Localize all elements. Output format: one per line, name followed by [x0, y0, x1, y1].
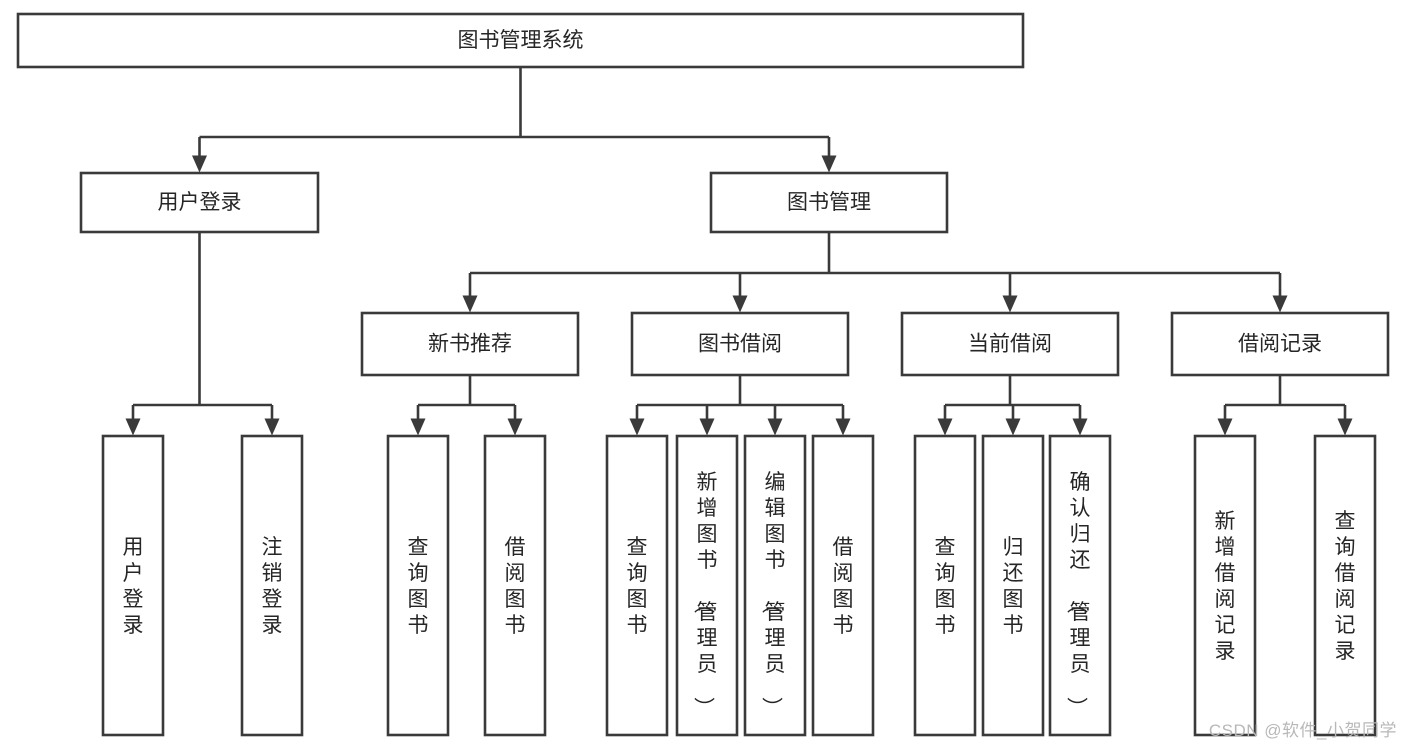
node-box-leaf-borrow-book-1 [483, 434, 547, 737]
node-leaf-add-book[interactable]: 新增图书（管理员） [675, 434, 739, 737]
node-label-current-borrow: 当前借阅 [968, 333, 1052, 356]
node-leaf-query-record[interactable]: 查询借阅记录 [1313, 434, 1377, 737]
node-label-leaf-query-record: 查询借阅记录 [1335, 510, 1356, 663]
node-label-leaf-logout: 注销登录 [262, 536, 283, 637]
node-box-leaf-query-book-2 [605, 434, 669, 737]
node-current-borrow[interactable]: 当前借阅 [900, 311, 1120, 377]
node-book-manage[interactable]: 图书管理 [709, 171, 949, 234]
connector-layer [125, 67, 1353, 436]
node-leaf-query-book-2[interactable]: 查询图书 [605, 434, 669, 737]
node-leaf-return-book[interactable]: 归还图书 [981, 434, 1045, 737]
node-box-leaf-user-login [101, 434, 165, 737]
node-box-leaf-add-book [675, 434, 739, 737]
node-leaf-query-book-3[interactable]: 查询图书 [913, 434, 977, 737]
node-user-login[interactable]: 用户登录 [79, 171, 320, 234]
node-leaf-borrow-book-1[interactable]: 借阅图书 [483, 434, 547, 737]
node-box-leaf-query-record [1313, 434, 1377, 737]
node-label-leaf-borrow-book-2: 借阅图书 [833, 536, 854, 637]
node-box-leaf-return-book [981, 434, 1045, 737]
node-box-book-manage [709, 171, 949, 234]
node-label-leaf-return-book: 归还图书 [1003, 536, 1024, 637]
node-box-leaf-add-record [1193, 434, 1257, 737]
node-borrow-record[interactable]: 借阅记录 [1170, 311, 1390, 377]
node-box-new-book-recommend [360, 311, 580, 377]
node-label-book-manage: 图书管理 [787, 191, 871, 214]
node-box-leaf-borrow-book-2 [811, 434, 875, 737]
node-label-leaf-borrow-book-1: 借阅图书 [505, 536, 526, 637]
node-leaf-add-record[interactable]: 新增借阅记录 [1193, 434, 1257, 737]
node-box-leaf-logout [240, 434, 304, 737]
node-box-user-login [79, 171, 320, 234]
node-box-leaf-confirm-return [1048, 434, 1112, 737]
node-label-leaf-user-login: 用户登录 [123, 536, 144, 637]
node-label-user-login: 用户登录 [158, 191, 242, 214]
node-label-leaf-edit-book: 编辑图书（管理员） [760, 471, 786, 718]
node-box-leaf-query-book-1 [386, 434, 450, 737]
node-box-leaf-edit-book [743, 434, 807, 737]
node-box-root [16, 12, 1025, 69]
node-label-leaf-query-book-1: 查询图书 [408, 536, 429, 637]
node-root[interactable]: 图书管理系统 [16, 12, 1025, 69]
node-label-leaf-confirm-return: 确认归还（管理员） [1065, 471, 1091, 718]
node-new-book-recommend[interactable]: 新书推荐 [360, 311, 580, 377]
node-leaf-query-book-1[interactable]: 查询图书 [386, 434, 450, 737]
node-label-new-book-recommend: 新书推荐 [428, 333, 512, 356]
node-box-book-borrow [630, 311, 850, 377]
node-label-leaf-add-record: 新增借阅记录 [1215, 510, 1236, 663]
node-box-current-borrow [900, 311, 1120, 377]
node-book-borrow[interactable]: 图书借阅 [630, 311, 850, 377]
node-leaf-user-login[interactable]: 用户登录 [101, 434, 165, 737]
node-leaf-logout[interactable]: 注销登录 [240, 434, 304, 737]
node-leaf-borrow-book-2[interactable]: 借阅图书 [811, 434, 875, 737]
node-label-leaf-add-book: 新增图书（管理员） [692, 471, 718, 718]
node-label-borrow-record: 借阅记录 [1238, 333, 1322, 356]
node-box-borrow-record [1170, 311, 1390, 377]
node-box-leaf-query-book-3 [913, 434, 977, 737]
node-label-leaf-query-book-3: 查询图书 [935, 536, 956, 637]
node-label-leaf-query-book-2: 查询图书 [627, 536, 648, 637]
node-leaf-confirm-return[interactable]: 确认归还（管理员） [1048, 434, 1112, 737]
node-label-root: 图书管理系统 [458, 29, 584, 52]
node-leaf-edit-book[interactable]: 编辑图书（管理员） [743, 434, 807, 737]
node-layer: 图书管理系统用户登录图书管理新书推荐图书借阅当前借阅借阅记录用户登录注销登录查询… [16, 12, 1390, 737]
node-label-book-borrow: 图书借阅 [698, 333, 782, 356]
